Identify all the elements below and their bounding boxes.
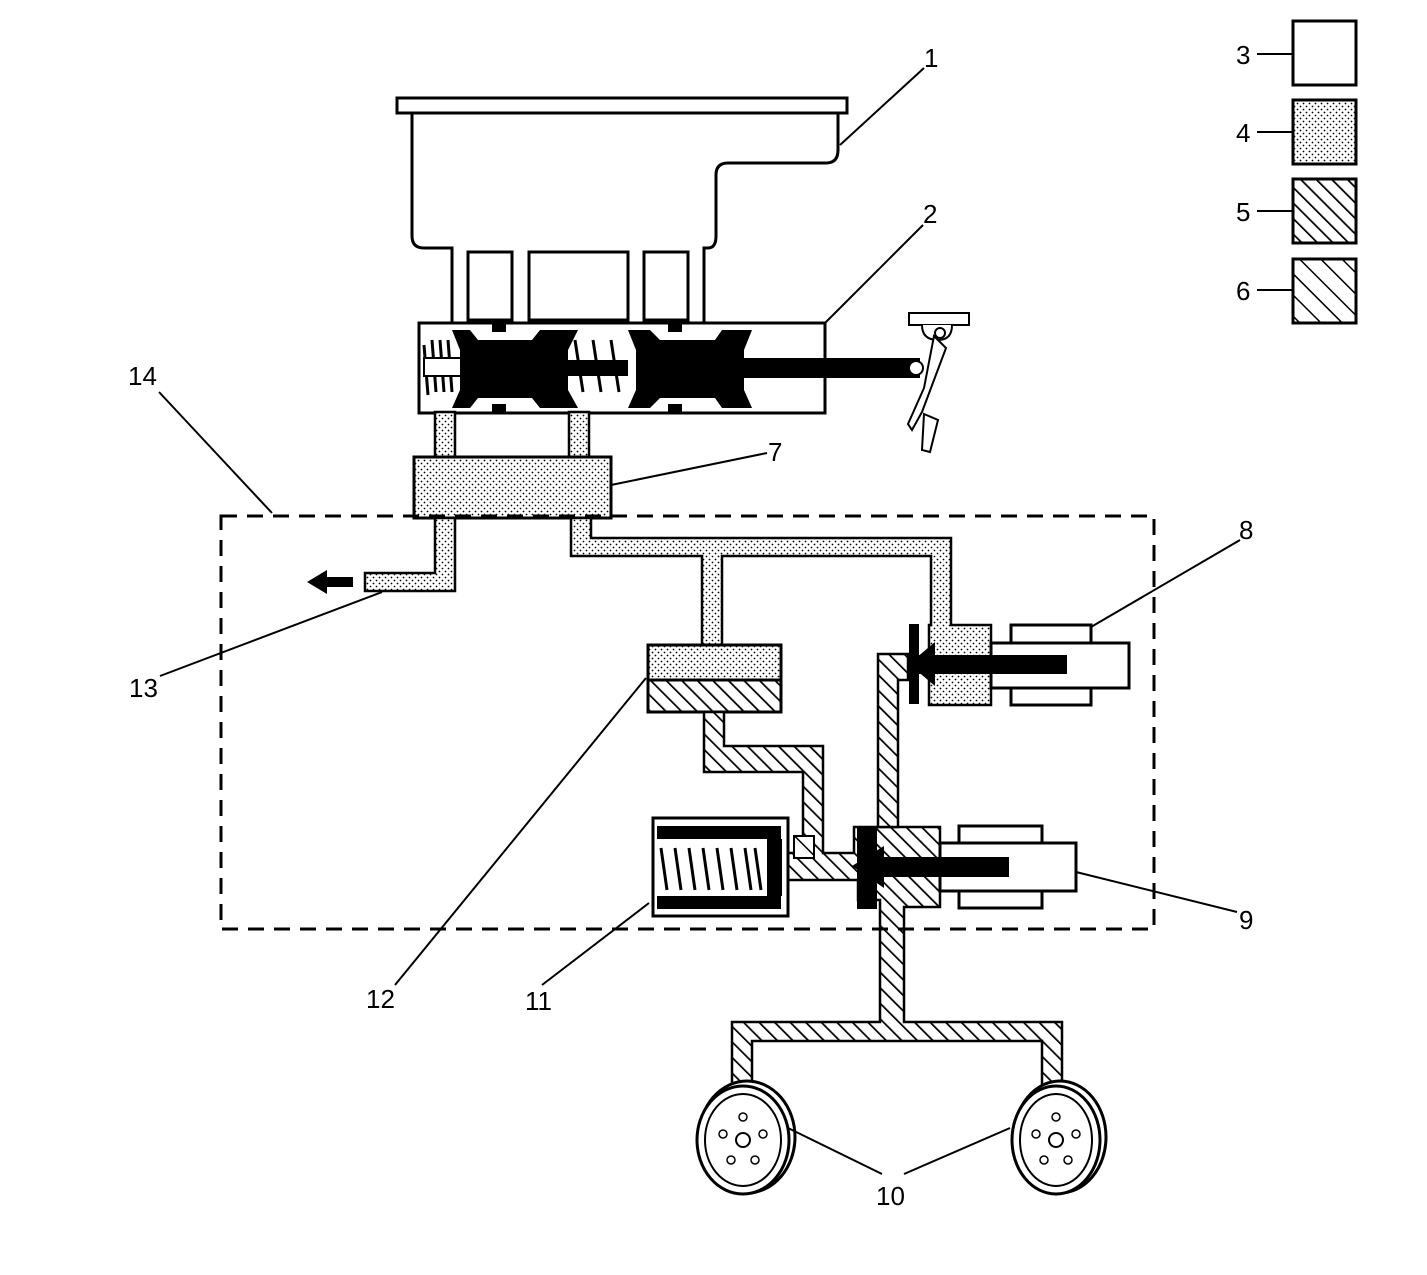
dump-valve	[852, 824, 1078, 910]
callout-6: 6	[1236, 276, 1250, 306]
legend-swatch-dotted	[1291, 98, 1358, 166]
callout-10: 10	[876, 1181, 905, 1211]
fluid-reservoir	[395, 96, 849, 322]
brake-pedal	[906, 312, 970, 454]
callout-11: 11	[525, 986, 552, 1016]
leader-lines	[158, 67, 1241, 1175]
callout-8: 8	[1239, 515, 1253, 545]
wheel-left	[695, 1079, 797, 1196]
isolation-valve	[909, 623, 1131, 707]
callout-13: 13	[129, 673, 158, 703]
callout-7: 7	[768, 437, 782, 467]
callouts: 1 2 3 4 5 6 7 8 9 10 11 12 13 14	[128, 40, 1253, 1211]
callout-12: 12	[366, 984, 395, 1014]
callout-9: 9	[1239, 905, 1253, 935]
accumulator	[651, 816, 790, 918]
callout-2: 2	[923, 199, 937, 229]
legend-swatch-blank	[1291, 19, 1358, 87]
callout-1: 1	[924, 43, 938, 73]
legend-swatch-hatched-coarse	[1291, 257, 1358, 325]
callout-3: 3	[1236, 40, 1250, 70]
master-cylinder	[417, 321, 920, 415]
callout-5: 5	[1236, 197, 1250, 227]
wheel-right	[1010, 1079, 1108, 1196]
flow-arrow	[307, 570, 353, 594]
legend-swatch-hatched-fine	[1291, 177, 1358, 245]
callout-4: 4	[1236, 118, 1250, 148]
abs-module-boundary	[219, 514, 1156, 931]
callout-14: 14	[128, 361, 157, 391]
legend	[1257, 19, 1358, 325]
low-pressure-fluid-lines	[363, 410, 993, 707]
